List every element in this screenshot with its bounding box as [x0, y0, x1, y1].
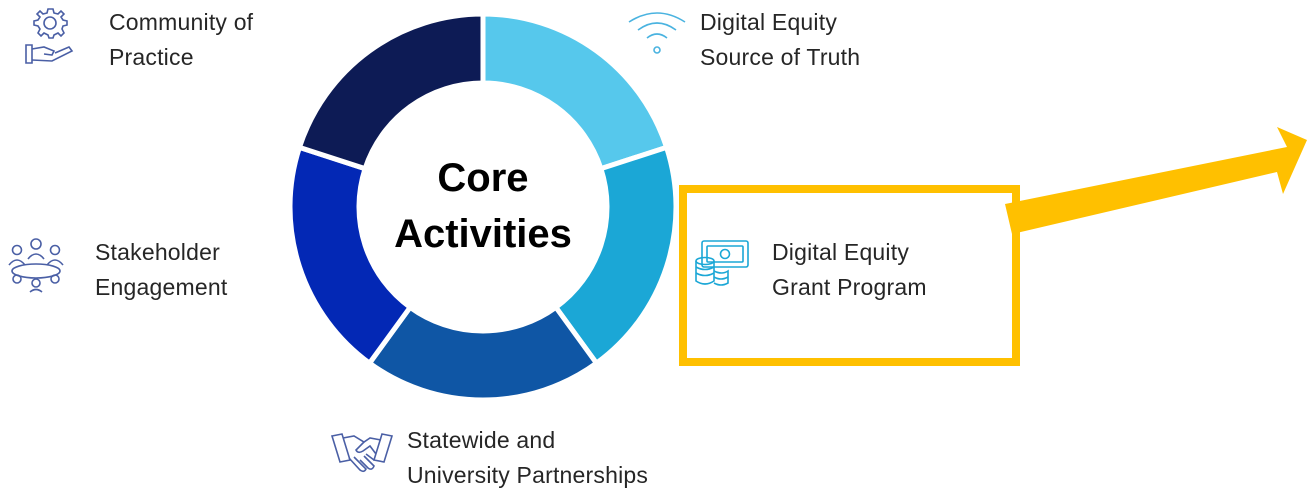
handshake-icon: [330, 430, 394, 480]
segment-label-community-of-practice: Community of Practice: [109, 9, 254, 70]
center-title-line1: Core: [437, 156, 529, 200]
segment-community-of-practice: [296, 11, 486, 172]
money-coins-icon: [692, 237, 752, 287]
people-meeting-icon: [5, 235, 67, 293]
wifi-icon: [627, 8, 687, 58]
segment-label-partnerships: Statewide and University Partnerships: [407, 427, 649, 488]
highlight-box: [679, 185, 1020, 366]
segment-label-stakeholder-engagement: Stakeholder Engagement: [95, 239, 228, 300]
center-title: Core Activities: [363, 150, 603, 262]
segment-label-source-of-truth: Digital Equity Source of Truth: [700, 9, 861, 70]
highlight-arrow: [1005, 127, 1307, 234]
gear-hand-icon: [22, 5, 78, 67]
center-title-line2: Activities: [394, 212, 572, 256]
segment-label-grant-program: Digital Equity Grant Program: [772, 239, 927, 300]
segment-partnerships: [366, 303, 600, 403]
